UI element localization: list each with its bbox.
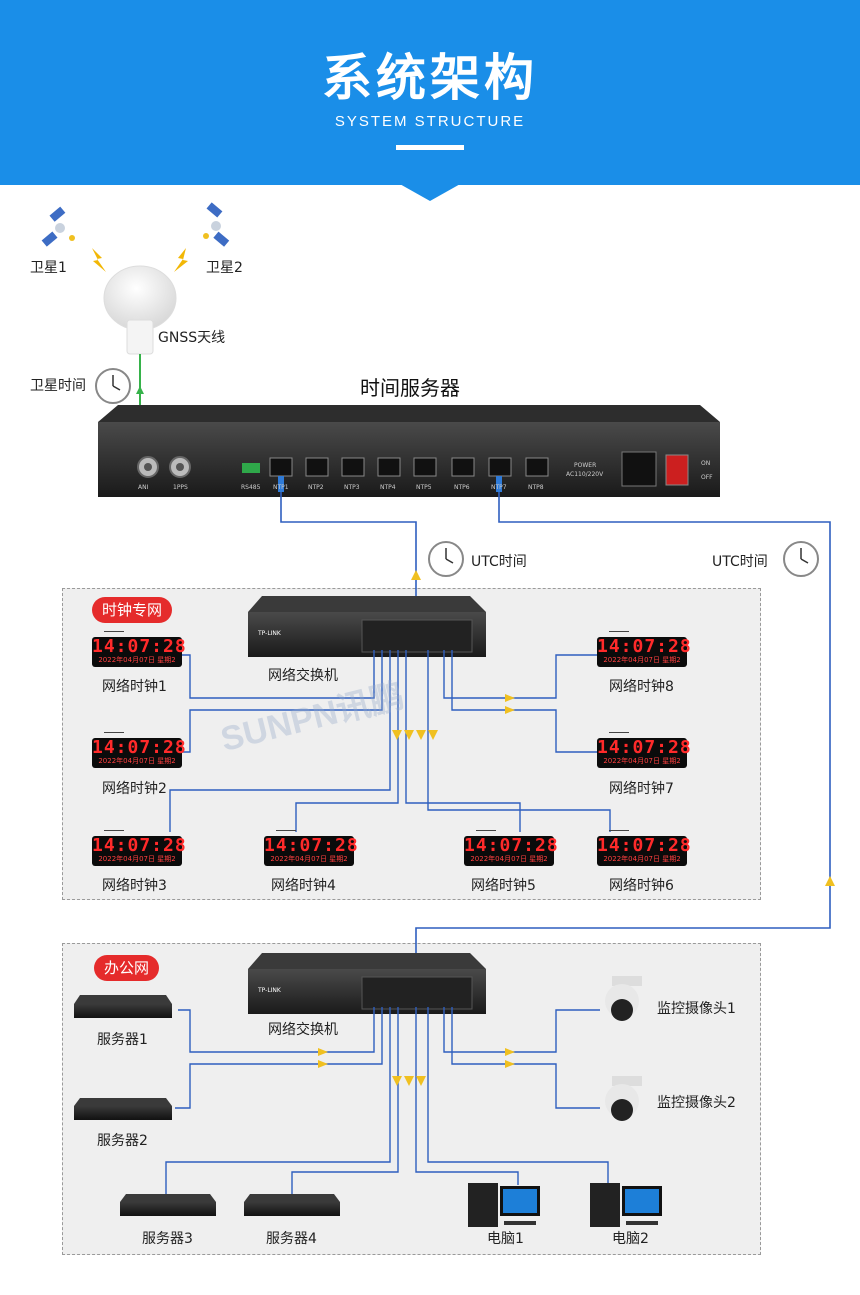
- port-label-ntp8: NTP8: [528, 484, 544, 491]
- satellite-2-icon: [203, 202, 230, 247]
- clock-time: 14:07:28: [597, 636, 692, 657]
- page-title: 系统架构: [322, 49, 538, 107]
- clock-date: 2022年04月07日 星期2: [470, 855, 548, 863]
- page-subtitle: SYSTEM STRUCTURE: [334, 113, 526, 130]
- clock-time: 14:07:28: [92, 835, 187, 856]
- header-pointer: [398, 183, 462, 201]
- clock-time: 14:07:28: [92, 636, 187, 657]
- pc-1-label: 电脑1: [487, 1231, 524, 1247]
- camera-2-label: 监控摄像头2: [657, 1095, 736, 1111]
- port-label-ntp5: NTP5: [416, 484, 432, 491]
- server-1-device: [74, 995, 172, 1018]
- network-clock-7-display: 14:07:28 2022年04月07日 星期2: [597, 732, 692, 768]
- server-3-label: 服务器3: [142, 1231, 193, 1247]
- network-clock-7-label: 网络时钟7: [609, 781, 674, 797]
- network-clock-3-label: 网络时钟3: [102, 878, 167, 894]
- utc-time-right-label: UTC时间: [712, 554, 768, 570]
- clock-time: 14:07:28: [92, 737, 187, 758]
- network-clock-5-display: 14:07:28 2022年04月07日 星期2: [464, 830, 559, 866]
- satellite-1-icon: [41, 206, 75, 247]
- network-clock-4-label: 网络时钟4: [271, 878, 336, 894]
- power-spec-label: AC110/220V: [566, 471, 604, 478]
- clock-time: 14:07:28: [597, 835, 692, 856]
- port-label-ntp4: NTP4: [380, 484, 396, 491]
- port-label-rs485: RS485: [241, 484, 261, 491]
- clock-date: 2022年04月07日 星期2: [603, 757, 681, 765]
- server-1-label: 服务器1: [97, 1032, 148, 1048]
- signal-bolt-2-icon: [174, 248, 188, 272]
- clock-date: 2022年04月07日 星期2: [603, 656, 681, 664]
- clock-date: 2022年04月07日 星期2: [270, 855, 348, 863]
- pc-2-icon: [590, 1183, 662, 1227]
- office-network-switch-device: [248, 953, 486, 1014]
- clock-network-tag: 时钟专网: [92, 597, 173, 623]
- network-clock-6-label: 网络时钟6: [609, 878, 674, 894]
- network-clock-2-display: 14:07:28 2022年04月07日 星期2: [92, 732, 187, 768]
- satellite-1-label: 卫星1: [30, 260, 67, 276]
- clock-time: 14:07:28: [464, 835, 559, 856]
- clock-time: 14:07:28: [264, 835, 359, 856]
- signal-bolt-1-icon: [92, 248, 106, 272]
- network-clock-6-display: 14:07:28 2022年04月07日 星期2: [597, 830, 692, 866]
- power-label: POWER: [574, 462, 597, 469]
- clock-time: 14:07:28: [597, 737, 692, 758]
- clock-switch-brand: TP-LINK: [258, 630, 281, 637]
- utc-clock-right-icon: [783, 541, 819, 577]
- clock-date: 2022年04月07日 星期2: [603, 855, 681, 863]
- port-label-1pps: 1PPS: [173, 484, 188, 491]
- network-clock-3-display: 14:07:28 2022年04月07日 星期2: [92, 830, 187, 866]
- network-clock-8-display: 14:07:28 2022年04月07日 星期2: [597, 631, 692, 667]
- server-2-label: 服务器2: [97, 1133, 148, 1149]
- port-label-ntp7: NTP7: [491, 484, 507, 491]
- port-label-ntp3: NTP3: [344, 484, 360, 491]
- server-2-device: [74, 1098, 172, 1120]
- time-server-device: [98, 405, 720, 497]
- network-clock-4-display: 14:07:28 2022年04月07日 星期2: [264, 830, 359, 866]
- clock-date: 2022年04月07日 星期2: [98, 757, 176, 765]
- camera-2-icon: [605, 1076, 642, 1121]
- network-clock-2-label: 网络时钟2: [102, 781, 167, 797]
- time-server-title: 时间服务器: [360, 376, 460, 400]
- port-label-ant: ANI: [138, 484, 149, 491]
- utc-clock-left-icon: [428, 541, 464, 577]
- network-clock-1-label: 网络时钟1: [102, 679, 167, 695]
- gnss-antenna-label: GNSS天线: [158, 330, 226, 346]
- pc-2-label: 电脑2: [612, 1231, 649, 1247]
- network-clock-8-label: 网络时钟8: [609, 679, 674, 695]
- office-switch-label: 网络交换机: [268, 1022, 338, 1038]
- satellite-2-label: 卫星2: [206, 260, 243, 276]
- network-clock-5-label: 网络时钟5: [471, 878, 536, 894]
- server-4-label: 服务器4: [266, 1231, 317, 1247]
- clock-switch-label: 网络交换机: [268, 668, 338, 684]
- clock-date: 2022年04月07日 星期2: [98, 855, 176, 863]
- satellite-time-label: 卫星时间: [30, 378, 86, 394]
- utc-time-left-label: UTC时间: [471, 554, 527, 570]
- camera-1-icon: [605, 976, 642, 1021]
- port-label-ntp1: NTP1: [273, 484, 289, 491]
- clock-date: 2022年04月07日 星期2: [98, 656, 176, 664]
- satellite-time-clock-icon: [95, 368, 131, 404]
- server-4-device: [244, 1194, 340, 1216]
- office-network-tag: 办公网: [94, 955, 160, 981]
- off-label: OFF: [701, 474, 713, 481]
- network-clock-1-display: 14:07:28 2022年04月07日 星期2: [92, 631, 187, 667]
- camera-1-label: 监控摄像头1: [657, 1001, 736, 1017]
- on-label: ON: [701, 460, 711, 467]
- office-switch-brand: TP-LINK: [258, 987, 281, 994]
- port-label-ntp2: NTP2: [308, 484, 324, 491]
- clock-network-switch-device: [248, 596, 486, 657]
- header-banner: [0, 0, 860, 185]
- title-underline: [396, 145, 464, 150]
- port-label-ntp6: NTP6: [454, 484, 470, 491]
- server-3-device: [120, 1194, 216, 1216]
- pc-1-icon: [468, 1183, 540, 1227]
